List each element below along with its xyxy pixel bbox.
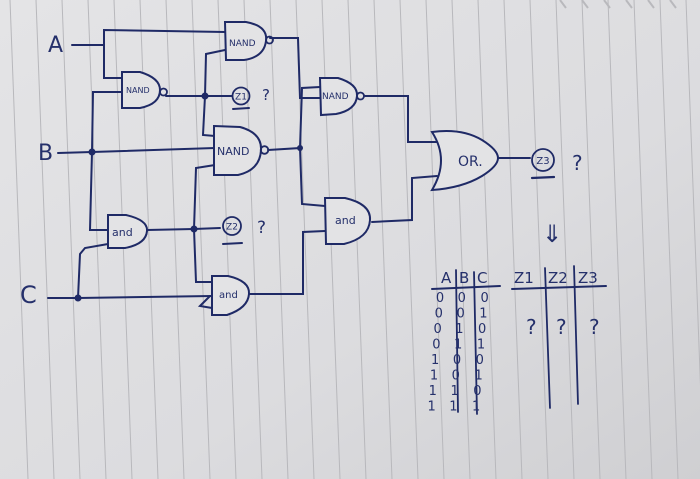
down-arrow-icon: ⇓: [542, 220, 562, 248]
z3-output: Z3 ?: [530, 148, 583, 180]
mid-nand-label: NAND: [217, 145, 249, 158]
truth-table-cell: 1: [474, 369, 482, 384]
truth-table-cell: 1: [427, 400, 435, 415]
header-z3: Z3: [578, 269, 598, 287]
truth-table-cell: 1: [454, 338, 462, 353]
ruled-line: [269, 0, 289, 479]
ruled-line: [191, 0, 211, 479]
truth-table-cell: 0: [458, 291, 466, 306]
z2-label: Z2: [226, 223, 238, 233]
or-gate-label: OR.: [458, 154, 483, 170]
ruled-line: [373, 0, 393, 479]
ruled-lines: [9, 0, 700, 479]
right-and-label: and: [335, 214, 356, 227]
z3-question-mark: ?: [572, 151, 583, 175]
z2-question-mark: ?: [257, 218, 266, 238]
ruled-line: [35, 0, 55, 479]
z1-question-mark: ?: [262, 86, 270, 104]
ruled-line: [87, 0, 107, 479]
right-nand-label: NAND: [322, 92, 349, 102]
header-z1: Z1: [514, 269, 534, 287]
header-z2: Z2: [548, 269, 568, 287]
truth-table-cell: 0: [480, 291, 488, 306]
truth-table-cell: 1: [449, 400, 457, 415]
truth-table-cell: 1: [450, 384, 458, 399]
z2-output: Z2 ?: [222, 216, 266, 245]
junction-dots: [74, 92, 303, 302]
ruled-line: [425, 0, 445, 479]
truth-table-cell: 0: [478, 322, 486, 337]
right-nand-gate: NAND: [318, 77, 365, 117]
left-nand-gate: NAND: [121, 71, 168, 109]
z3-label: Z3: [536, 156, 549, 167]
or-gate: OR.: [430, 130, 500, 192]
truth-table-header: A B C Z1 Z2 Z3: [441, 269, 598, 287]
ruled-line: [659, 0, 679, 479]
truth-table-cell: 1: [477, 338, 485, 353]
ruled-line: [451, 0, 471, 479]
bottom-and-gate: and: [211, 275, 251, 316]
input-label-a: A: [48, 33, 63, 58]
z2-unknown: ?: [556, 315, 567, 339]
z3-unknown: ?: [589, 315, 600, 339]
ruled-line: [477, 0, 497, 479]
truth-table-cell: 0: [476, 353, 484, 368]
truth-table-cell: 1: [455, 322, 463, 337]
truth-table-cell: 1: [430, 369, 438, 384]
ruled-line: [503, 0, 523, 479]
z1-output: Z1 ?: [231, 86, 270, 110]
ruled-line: [607, 0, 627, 479]
truth-table-cell: 0: [453, 353, 461, 368]
header-c: C: [477, 269, 487, 287]
ruled-line: [555, 0, 575, 479]
input-label-b: B: [38, 141, 53, 166]
z1-label: Z1: [235, 93, 247, 103]
truth-table-cell: 0: [456, 307, 464, 322]
ruled-line: [685, 0, 700, 386]
ruled-line: [243, 0, 263, 479]
ruled-line: [165, 0, 185, 479]
truth-table-cell: 0: [432, 338, 440, 353]
binding-marks: [559, 0, 677, 9]
truth-table-cell: 1: [472, 400, 480, 415]
right-and-gate: and: [323, 197, 372, 245]
mid-nand-gate: NAND: [213, 124, 270, 176]
top-nand-label: NAND: [229, 39, 256, 49]
left-nand-label: NAND: [126, 86, 150, 95]
ruled-line: [9, 0, 29, 479]
top-nand-gate: NAND: [223, 21, 274, 61]
left-and-gate: and: [107, 214, 149, 249]
truth-table-cell: 0: [433, 322, 441, 337]
header-b: B: [459, 269, 469, 287]
truth-table-cell: 0: [435, 307, 443, 322]
ruled-line: [633, 0, 653, 479]
ruled-line: [61, 0, 81, 479]
input-label-c: C: [20, 281, 37, 309]
left-and-label: and: [112, 226, 133, 239]
ruled-line: [399, 0, 419, 479]
ruled-line: [217, 0, 237, 479]
truth-table-cell: 1: [429, 384, 437, 399]
ruled-line: [581, 0, 601, 479]
truth-table-cell: 0: [436, 291, 444, 306]
z1-unknown: ?: [526, 315, 537, 339]
truth-table-cell: 0: [473, 384, 481, 399]
truth-table-cell: 1: [479, 307, 487, 322]
ruled-line: [529, 0, 549, 479]
truth-table-cell: 0: [452, 369, 460, 384]
truth-table-cell: 1: [431, 353, 439, 368]
bottom-and-label: and: [219, 290, 238, 301]
header-a: A: [441, 269, 452, 287]
